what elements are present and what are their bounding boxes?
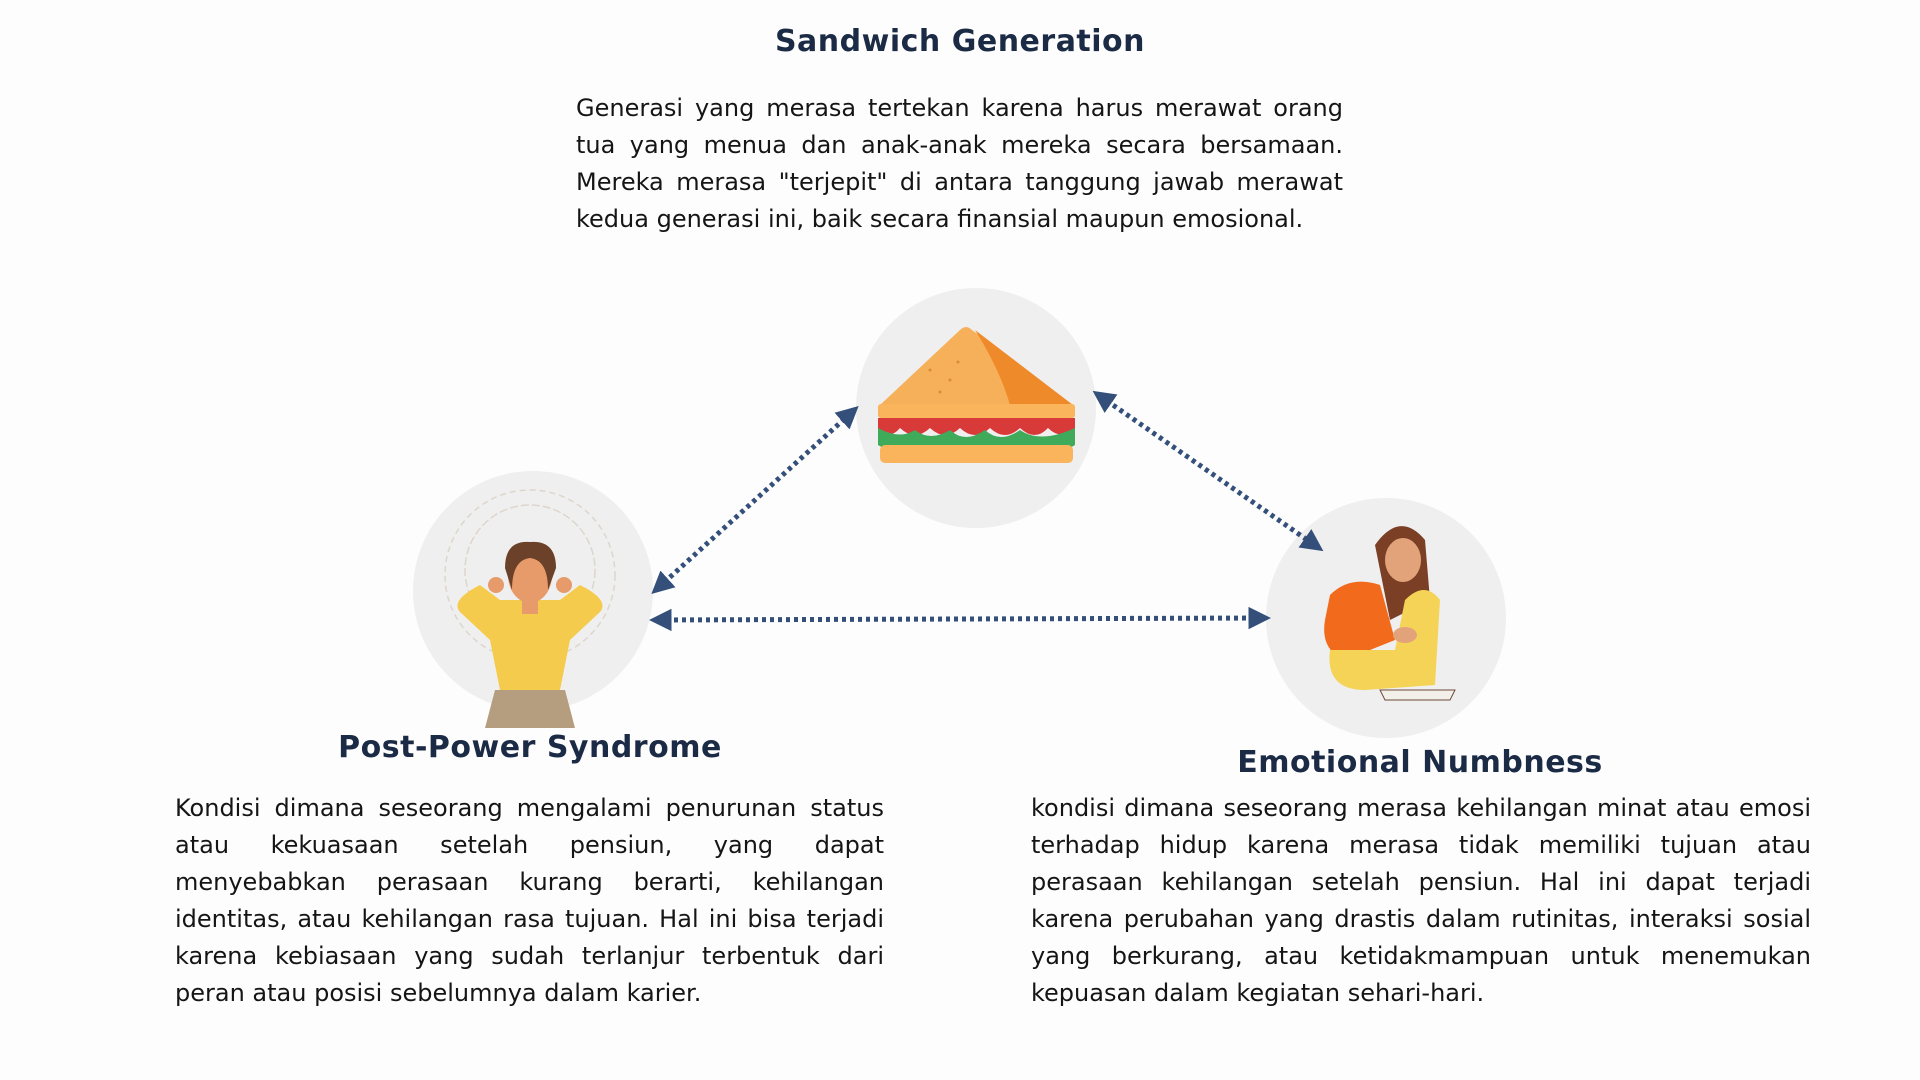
post-power-syndrome-title: Post-Power Syndrome (338, 730, 722, 765)
stressed-woman-icon (444, 489, 616, 728)
emotional-numbness-title: Emotional Numbness (1237, 745, 1603, 780)
sandwich-icon (878, 327, 1075, 463)
emotional-numbness-text: kondisi dimana seseorang merasa kehilang… (1031, 794, 1811, 1007)
arrow-postpower-numbness (649, 606, 1271, 632)
post-power-syndrome-text: Kondisi dimana seseorang mengalami penur… (175, 794, 884, 1007)
arrow-sandwich-numbness (1092, 390, 1324, 552)
sandwich-generation-title: Sandwich Generation (774, 24, 1146, 59)
sad-girl-icon (1324, 526, 1456, 701)
sandwich-generation-text: Generasi yang merasa tertekan karena har… (576, 94, 1343, 233)
arrow-sandwich-postpower (651, 405, 859, 595)
